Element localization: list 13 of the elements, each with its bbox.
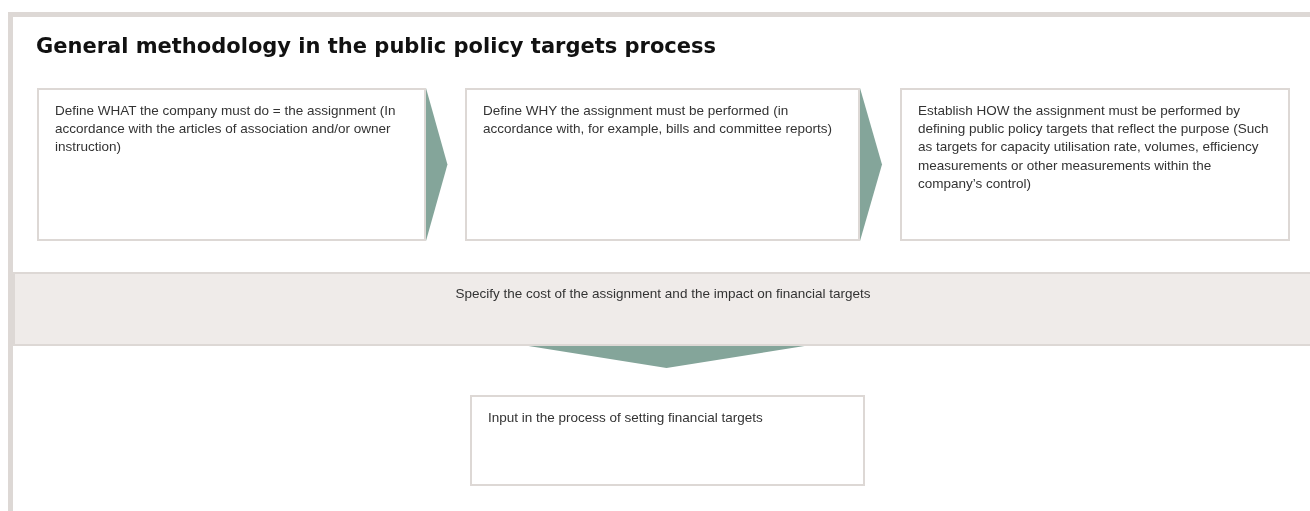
chevron-arrow (860, 88, 882, 241)
diagram-title: General methodology in the public policy targets process (36, 34, 717, 58)
process-box (37, 88, 426, 241)
process-box (470, 395, 865, 486)
chevron-arrow (426, 88, 448, 241)
process-box (465, 88, 860, 241)
box-text: Establish HOW the assignment must be performed by defining public policy targets that reflect the purpose (Such as targets for capacity utilisation rate, volumes, efficiency measurements or other measurements within the company’s control) (918, 102, 1270, 193)
process-box (900, 88, 1290, 241)
box-text: Define WHY the assignment must be performed (in accordance with, for example, bills and committee reports) (483, 102, 833, 139)
box-text: Input in the process of setting financial targets (488, 409, 764, 427)
box-text: Specify the cost of the assignment and the impact on financial targets (454, 285, 872, 303)
band-box (13, 272, 1310, 346)
box-text: Define WHAT the company must do = the assignment (In accordance with the articles of association and/or owner instruction) (55, 102, 397, 157)
